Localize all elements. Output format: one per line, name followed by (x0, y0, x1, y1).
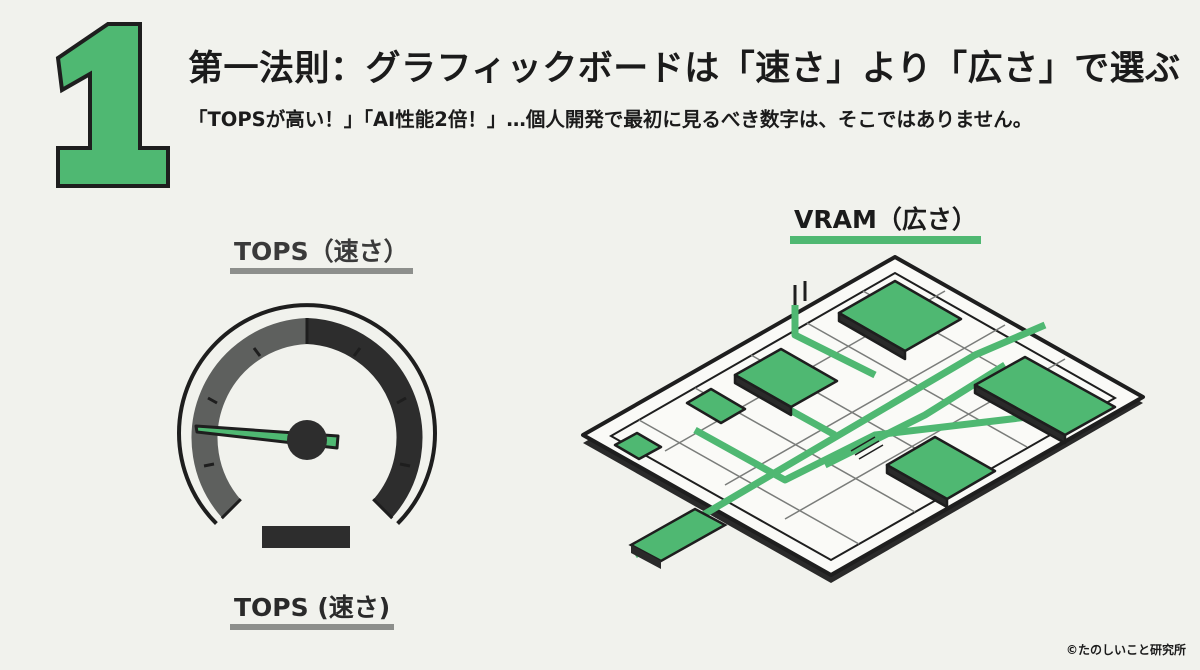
board-notch (793, 281, 807, 305)
gauge-band-edges (220, 318, 394, 520)
copyright-credit: ©たのしいこと研究所 (1065, 643, 1186, 657)
board-connector (628, 507, 728, 569)
speedometer-icon (177, 303, 437, 548)
gauge-band-high (306, 318, 423, 518)
board-heatsink (850, 436, 884, 460)
board-chips (613, 279, 1117, 509)
slide-title: 第一法則：グラフィックボードは「速さ」より「広さ」で選ぶ (188, 49, 1181, 89)
board-traces (633, 305, 1047, 559)
gauge-readout-bar (262, 526, 350, 548)
tops-label-top: TOPS（速さ） (230, 232, 413, 274)
slide-subtitle: 「TOPSが高い！」「AI性能2倍！」…個人開発で最初に見るべき数字は、そこでは… (188, 108, 1033, 131)
slide-number-digit (55, 22, 170, 188)
slide-number: 1 (55, 22, 170, 188)
gauge-outer-rim (177, 303, 437, 526)
vram-label: VRAM（広さ） (790, 200, 981, 244)
board-inner (608, 271, 1118, 562)
gauge-band-low (191, 318, 308, 518)
gauge-ticks (203, 347, 411, 468)
memory-board-icon (581, 255, 1145, 583)
tops-label-bottom: TOPS (速さ) (230, 588, 395, 630)
gauge-hub (287, 420, 327, 460)
board-top (581, 255, 1145, 577)
